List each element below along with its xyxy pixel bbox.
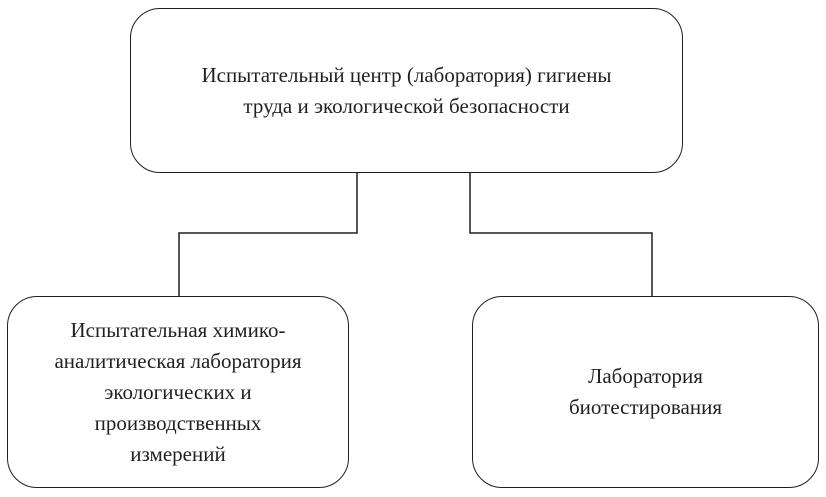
node-testing-center-label: Испытательный центр (лаборатория) гигиен… xyxy=(201,62,612,118)
node-chemical-lab: Испытательная химико- аналитическая лабо… xyxy=(7,296,349,488)
node-chemical-lab-label: Испытательная химико- аналитическая лабо… xyxy=(54,317,302,466)
connector-right xyxy=(469,172,653,297)
node-biotesting-lab-label: Лаборатория биотестирования xyxy=(569,364,722,419)
node-testing-center: Испытательный центр (лаборатория) гигиен… xyxy=(130,8,683,173)
node-biotesting-lab: Лаборатория биотестирования xyxy=(472,296,819,488)
connector-left xyxy=(178,172,358,297)
